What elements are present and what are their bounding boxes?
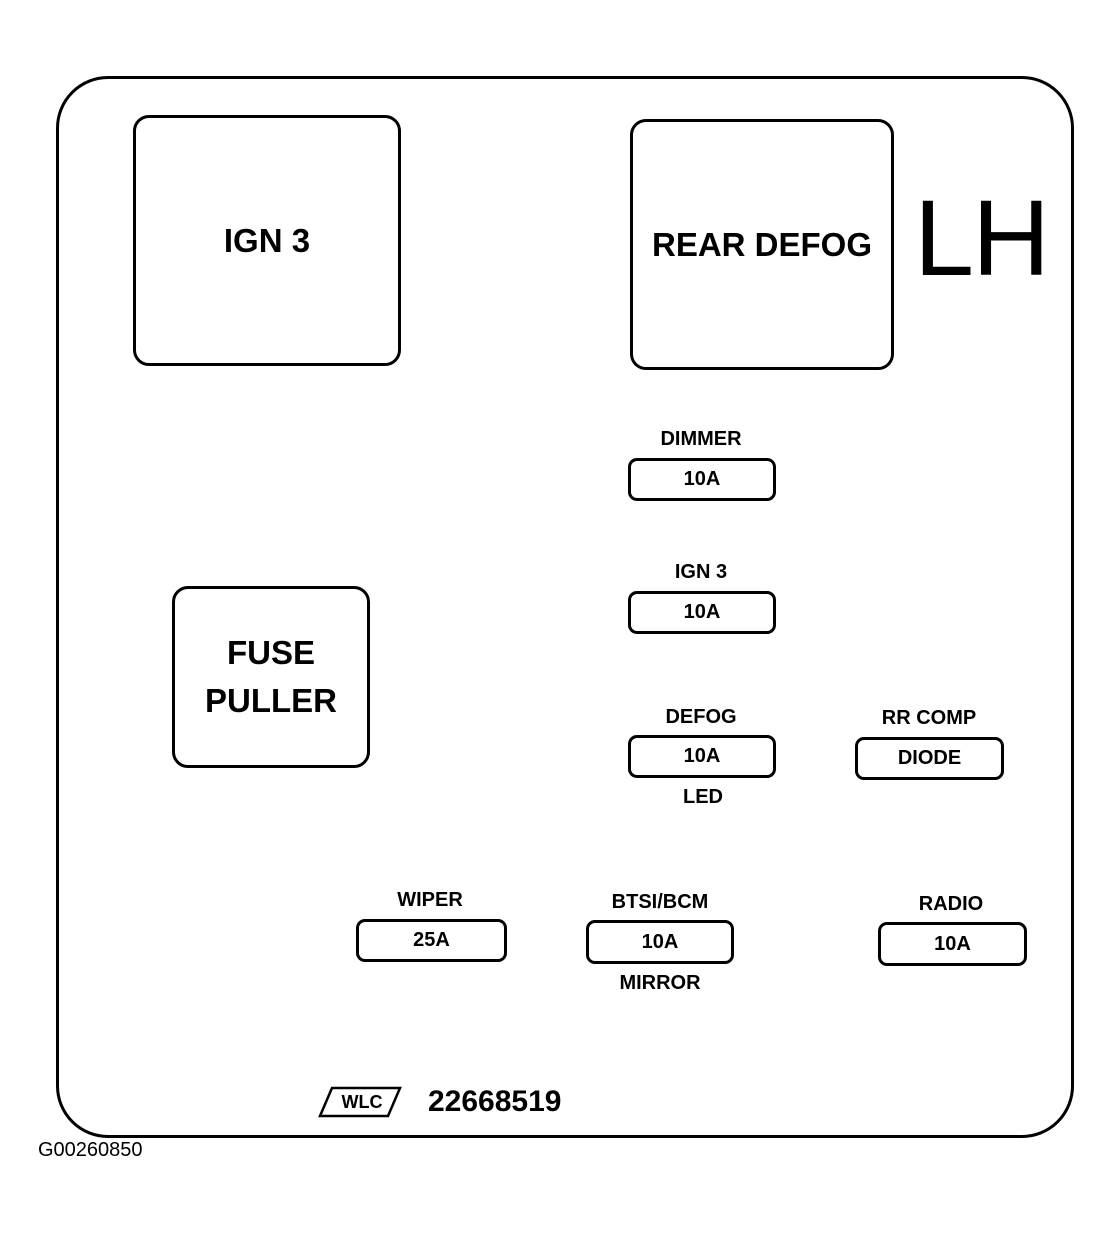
side-label: LH — [914, 177, 1050, 298]
rr-comp-diode-value: DIODE — [897, 747, 962, 769]
btsi-bcm-fuse-label: BTSI/BCM — [611, 891, 709, 913]
dimmer-fuse-rating: 10A — [683, 468, 721, 490]
fuse-puller-label-line2: PULLER — [205, 682, 337, 719]
defog-fuse-rating: 10A — [683, 745, 721, 767]
btsi-bcm-fuse-sublabel: MIRROR — [619, 972, 701, 994]
rear-defog-relay: REAR DEFOG — [630, 119, 894, 370]
btsi-bcm-fuse-rating: 10A — [641, 930, 679, 953]
ign3-fuse: 10A — [628, 591, 776, 634]
wlc-logo-icon — [318, 1086, 402, 1118]
dimmer-fuse: 10A — [628, 458, 776, 501]
wiper-fuse: 25A — [356, 919, 507, 962]
wiper-fuse-rating: 25A — [413, 929, 450, 951]
radio-fuse-rating: 10A — [934, 932, 971, 955]
rear-defog-relay-label: REAR DEFOG — [651, 225, 872, 263]
fuse-block-panel — [56, 76, 1074, 1138]
part-number: 22668519 — [428, 1085, 562, 1118]
defog-fuse-sublabel: LED — [683, 786, 723, 808]
dimmer-fuse-label: DIMMER — [660, 428, 742, 450]
wiper-fuse-label: WIPER — [397, 889, 463, 911]
radio-fuse-label: RADIO — [918, 893, 984, 915]
defog-fuse: 10A — [628, 735, 776, 778]
btsi-bcm-fuse: 10A — [586, 920, 734, 964]
ign3-relay-label: IGN 3 — [223, 221, 311, 259]
wlc-logo-text: WLC — [341, 1092, 383, 1112]
figure-id: G00260850 — [38, 1139, 143, 1161]
defog-fuse-label: DEFOG — [665, 706, 737, 728]
fuse-puller: FUSE PULLER — [172, 586, 370, 768]
radio-fuse: 10A — [878, 922, 1027, 966]
rr-comp-diode: DIODE — [855, 737, 1004, 780]
ign3-relay: IGN 3 — [133, 115, 401, 366]
rr-comp-label: RR COMP — [881, 707, 977, 729]
ign3-fuse-label: IGN 3 — [674, 561, 728, 583]
fuse-puller-label-line1: FUSE — [226, 634, 315, 671]
ign3-fuse-rating: 10A — [683, 601, 721, 623]
